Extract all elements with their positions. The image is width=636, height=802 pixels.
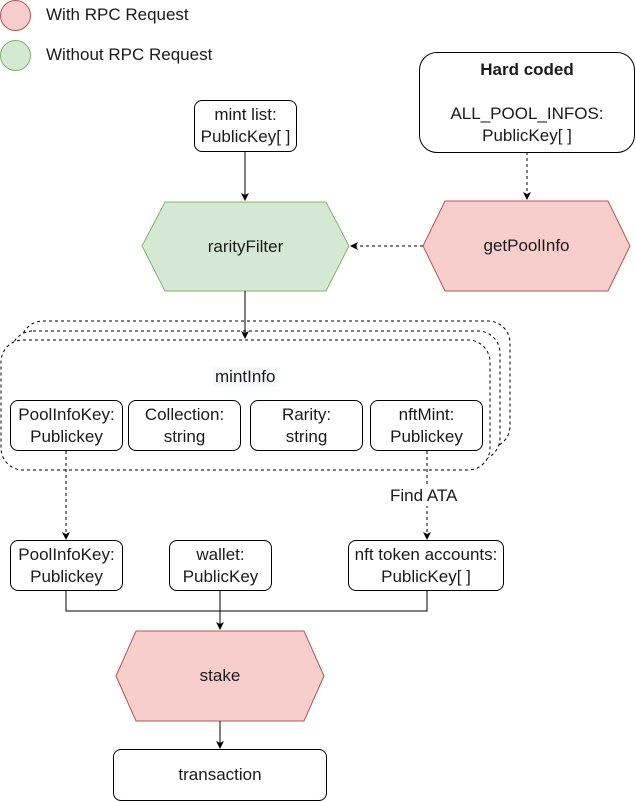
wallet-label: wallet: bbox=[196, 544, 245, 564]
legend-label-rpc: With RPC Request bbox=[46, 5, 189, 24]
node-wallet[interactable]: wallet: PublicKey bbox=[169, 540, 272, 591]
stake-shape bbox=[115, 630, 325, 722]
legend-swatch-no-rpc bbox=[0, 40, 31, 71]
transaction-label: transaction bbox=[178, 765, 262, 784]
all-pool-infos-label: ALL_POOL_INFOS: bbox=[450, 103, 604, 123]
mint-info-field-rarity[interactable]: Rarity: string bbox=[250, 400, 363, 451]
edge-nfttoken-to-stake bbox=[220, 591, 428, 612]
node-get-pool-info[interactable]: getPoolInfo bbox=[483, 236, 570, 255]
hard-coded-title: Hard coded bbox=[480, 59, 574, 79]
node-nft-token-accounts[interactable]: nft token accounts: PublicKey[ ] bbox=[348, 540, 504, 591]
mint-info-field-nft-mint[interactable]: nftMint: Publickey bbox=[370, 400, 483, 451]
node-hard-coded[interactable]: Hard coded ALL_POOL_INFOS: PublicKey[ ] bbox=[419, 52, 635, 153]
legend-swatch-rpc bbox=[0, 0, 31, 31]
mint-list-type: PublicKey[ ] bbox=[200, 127, 291, 146]
mint-info-field-pool-info-key[interactable]: PoolInfoKey: Publickey bbox=[10, 400, 123, 451]
field-label: PoolInfoKey: bbox=[18, 404, 115, 424]
node-stake[interactable]: stake bbox=[199, 666, 241, 685]
node-mint-list[interactable]: mint list: PublicKey[ ] bbox=[194, 100, 297, 152]
field-type: Publickey bbox=[390, 426, 463, 446]
pool-info-key-type: Publickey bbox=[30, 566, 103, 586]
wallet-type: PublicKey bbox=[182, 566, 259, 586]
mint-list-label: mint list: bbox=[214, 105, 277, 124]
mint-info-field-collection[interactable]: Collection: string bbox=[128, 400, 241, 451]
node-transaction[interactable]: transaction bbox=[113, 749, 327, 801]
edge-poolinfokey-to-stake bbox=[65, 591, 220, 612]
field-label: Collection: bbox=[144, 404, 225, 424]
field-type: string bbox=[163, 426, 206, 446]
field-label: Rarity: bbox=[281, 404, 332, 424]
rarity-filter-shape bbox=[141, 201, 350, 292]
nft-token-accounts-label: nft token accounts: bbox=[354, 544, 498, 564]
nft-token-accounts-type: PublicKey[ ] bbox=[381, 566, 471, 586]
legend-label-no-rpc: Without RPC Request bbox=[46, 45, 213, 64]
all-pool-infos-type: PublicKey[ ] bbox=[482, 125, 572, 145]
edge-label-find-ata: Find ATA bbox=[388, 486, 460, 506]
node-pool-info-key[interactable]: PoolInfoKey: Publickey bbox=[10, 540, 123, 591]
field-type: string bbox=[285, 426, 328, 446]
node-rarity-filter[interactable]: rarityFilter bbox=[207, 236, 284, 256]
mint-info-group bbox=[0, 339, 491, 471]
field-type: Publickey bbox=[30, 426, 103, 446]
mint-info-title: mintInfo bbox=[213, 367, 278, 387]
field-label: nftMint: bbox=[398, 404, 455, 424]
pool-info-key-label: PoolInfoKey: bbox=[18, 544, 115, 564]
